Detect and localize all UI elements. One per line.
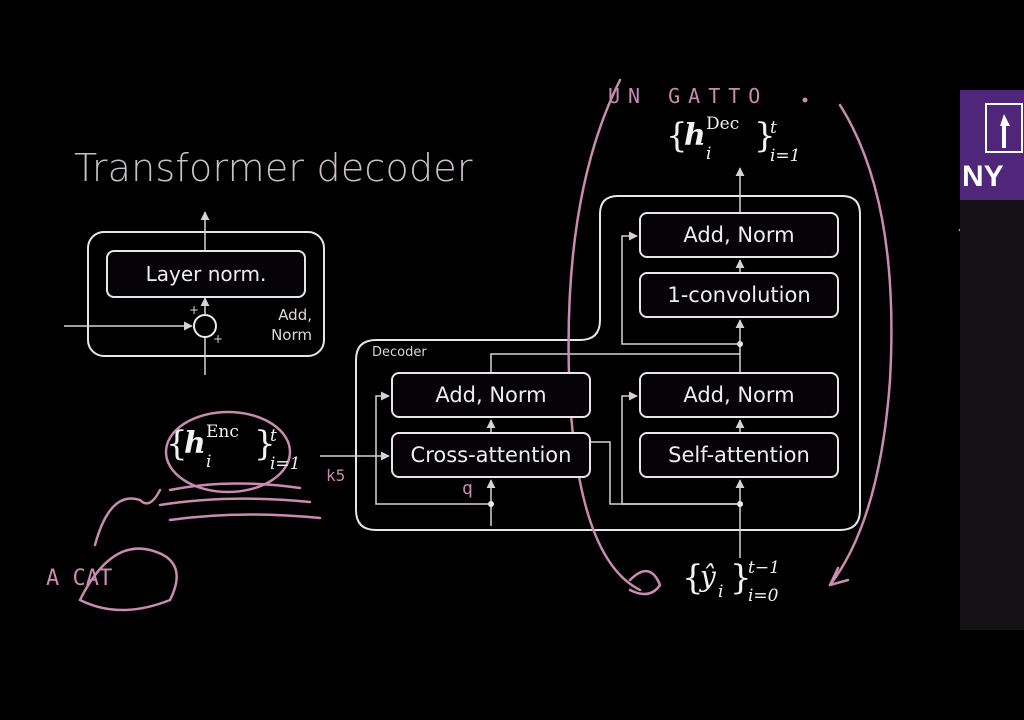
decoder-inputs-math: { ŷ i } t−1 i=0 [682, 558, 780, 606]
handwritten-ks: k5 [326, 466, 346, 485]
encoder-sub: i [206, 452, 212, 472]
plus-sign-bottom: + [213, 332, 224, 346]
inputs-limit-sub: i=0 [748, 586, 779, 606]
decoder-sup: Dec [706, 114, 740, 134]
presenter-video [960, 200, 1024, 630]
addnorm-side-label-line1: Add, [278, 306, 312, 324]
layer-norm-box: Layer norm. [106, 250, 306, 298]
encoder-var: h [184, 426, 206, 461]
sum-node [193, 314, 217, 338]
handwritten-output-words: UN GATTO [608, 84, 769, 108]
encoder-sup: Enc [206, 422, 239, 442]
plus-sign-top: + [189, 303, 200, 317]
logo-text: NY [962, 160, 1004, 193]
self-attention-box: Self-attention [639, 432, 839, 478]
decoder-label: Decoder [372, 345, 427, 360]
decoder-outline [355, 195, 861, 531]
inputs-sub: i [718, 582, 724, 602]
torch-icon [985, 103, 1023, 153]
cross-attention-box: Cross-attention [391, 432, 591, 478]
decoder-limit-sup: t [770, 118, 777, 138]
handwritten-input-words: A CAT [46, 566, 113, 591]
right-add-norm-box: Add, Norm [639, 372, 839, 418]
top-add-norm-box: Add, Norm [639, 212, 839, 258]
handwritten-q: q [462, 478, 473, 499]
addnorm-side-label: Add, Norm [258, 305, 312, 345]
inputs-limit-sup: t−1 [748, 558, 780, 578]
encoder-states-math: { h Enc i } t i=1 [166, 422, 301, 474]
encoder-limit-sup: t [270, 426, 277, 446]
inputs-var: ŷ [700, 560, 716, 593]
university-logo [960, 90, 1024, 200]
decoder-outputs-math: { h Dec i } t i=1 [666, 114, 801, 166]
decoder-limit-sub: i=1 [770, 146, 801, 166]
convolution-box: 1-convolution [639, 272, 839, 318]
decoder-sub: i [706, 144, 712, 164]
slide-title: Transformer decoder [74, 146, 473, 190]
left-add-norm-box: Add, Norm [391, 372, 591, 418]
addnorm-side-label-line2: Norm [271, 326, 312, 344]
addnorm-outline [87, 231, 325, 357]
decoder-var: h [684, 118, 706, 153]
encoder-limit-sub: i=1 [270, 454, 301, 474]
